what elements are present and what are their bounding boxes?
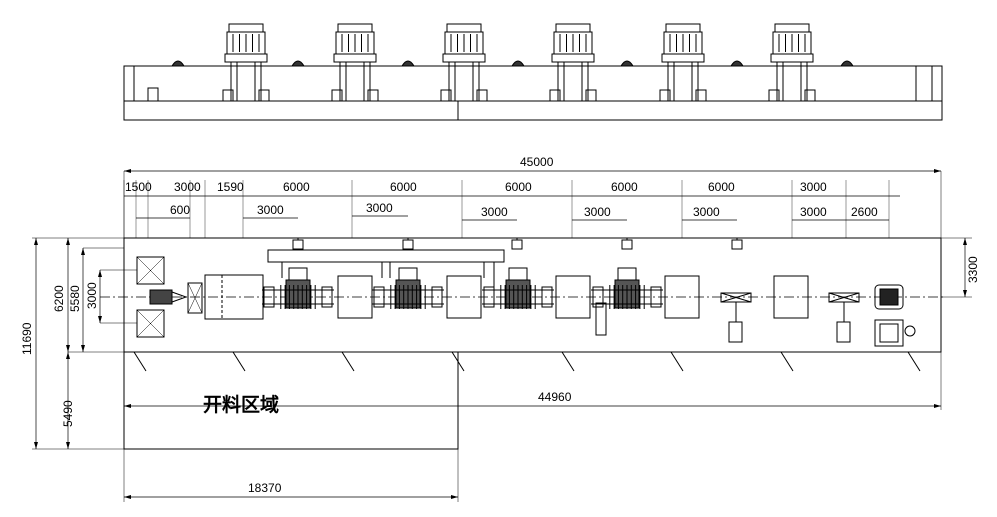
hanger-1 [292,239,304,250]
overhead-beam [267,249,505,263]
dim-top-6000-e: 6000 [708,180,735,194]
dim-second-600: 600 [170,203,190,217]
dim-bottom-44960: 44960 [538,390,572,404]
elevation-press-6 [768,23,816,102]
coil-car-lower [136,309,165,338]
servo-press-1 [262,267,334,309]
dim-top-6000-a: 6000 [283,180,310,194]
dim-second-3000-a: 3000 [257,203,284,217]
main-line-outline [123,237,942,353]
control-cabinet [874,319,904,347]
elevation-dome-3 [401,60,415,67]
plan-view [100,237,945,450]
uncoiler [149,289,173,305]
dim-top-3000-a: 3000 [174,180,201,194]
elevation-press-2 [331,23,379,102]
dim-second-3000-f: 3000 [800,205,827,219]
elevation-dome-6 [730,60,744,67]
dim-second-2600: 2600 [851,205,878,219]
stacker-motor [874,284,904,310]
dim-second-3000-b: 3000 [366,201,393,215]
transfer-unit-2 [828,292,860,343]
dim-top-3000-b: 3000 [800,180,827,194]
elevation-dome-1 [171,60,185,67]
dim-left-3000: 3000 [85,282,99,309]
dim-left-5580: 5580 [68,285,82,312]
uncoiling-area-label: 开料区域 [203,393,279,416]
floor-tick-6 [670,351,684,372]
dim-top-1590: 1590 [217,180,244,194]
floor-tick-1 [133,351,147,372]
floor-tick-4 [451,351,465,372]
hanger-2 [402,239,414,250]
dim-total-length: 45000 [520,155,554,169]
dim-left-5490: 5490 [61,400,75,427]
elevation-dome-4 [511,60,525,67]
hanger-5 [731,239,743,250]
dim-left-11690: 11690 [20,322,34,355]
floor-tick-5 [561,351,575,372]
elevation-press-3 [440,23,488,102]
elevation-dome-2 [291,60,305,67]
feeder-unit [204,274,264,320]
hanger-4 [621,239,633,250]
elevation-base [123,100,943,121]
transfer-unit-1 [720,292,752,343]
die-station-1 [337,275,373,319]
hanger-3 [511,239,523,250]
die-station-4 [664,275,700,319]
dim-second-3000-d: 3000 [584,205,611,219]
dim-top-6000-d: 6000 [611,180,638,194]
coil-car-upper [136,256,165,285]
elevation-press-5 [659,23,707,102]
dim-top-1500: 1500 [125,180,152,194]
dim-right-3300: 3300 [966,256,980,283]
dim-second-3000-e: 3000 [693,205,720,219]
dim-top-6000-c: 6000 [505,180,532,194]
servo-press-2 [372,267,444,309]
dim-bottom-18370: 18370 [248,481,282,495]
floor-tick-3 [341,351,355,372]
floor-tick-8 [907,351,921,372]
elevation-press-1 [222,23,270,102]
die-station-2 [446,275,482,319]
servo-press-4 [591,267,663,309]
servo-press-3 [482,267,554,309]
elevation-press-4 [549,23,597,102]
die-station-5 [773,275,809,319]
elevation-dome-5 [620,60,634,67]
uncoiling-area-outline [123,351,459,450]
straightener [187,282,203,314]
elevation-dome-7 [840,60,854,67]
dimensions [32,169,972,502]
dim-top-6000-b: 6000 [390,180,417,194]
floor-tick-7 [780,351,794,372]
dim-left-6200: 6200 [52,285,66,312]
dim-second-3000-c: 3000 [481,205,508,219]
elevation-view [123,23,943,121]
die-station-3 [555,275,591,319]
floor-tick-2 [232,351,246,372]
